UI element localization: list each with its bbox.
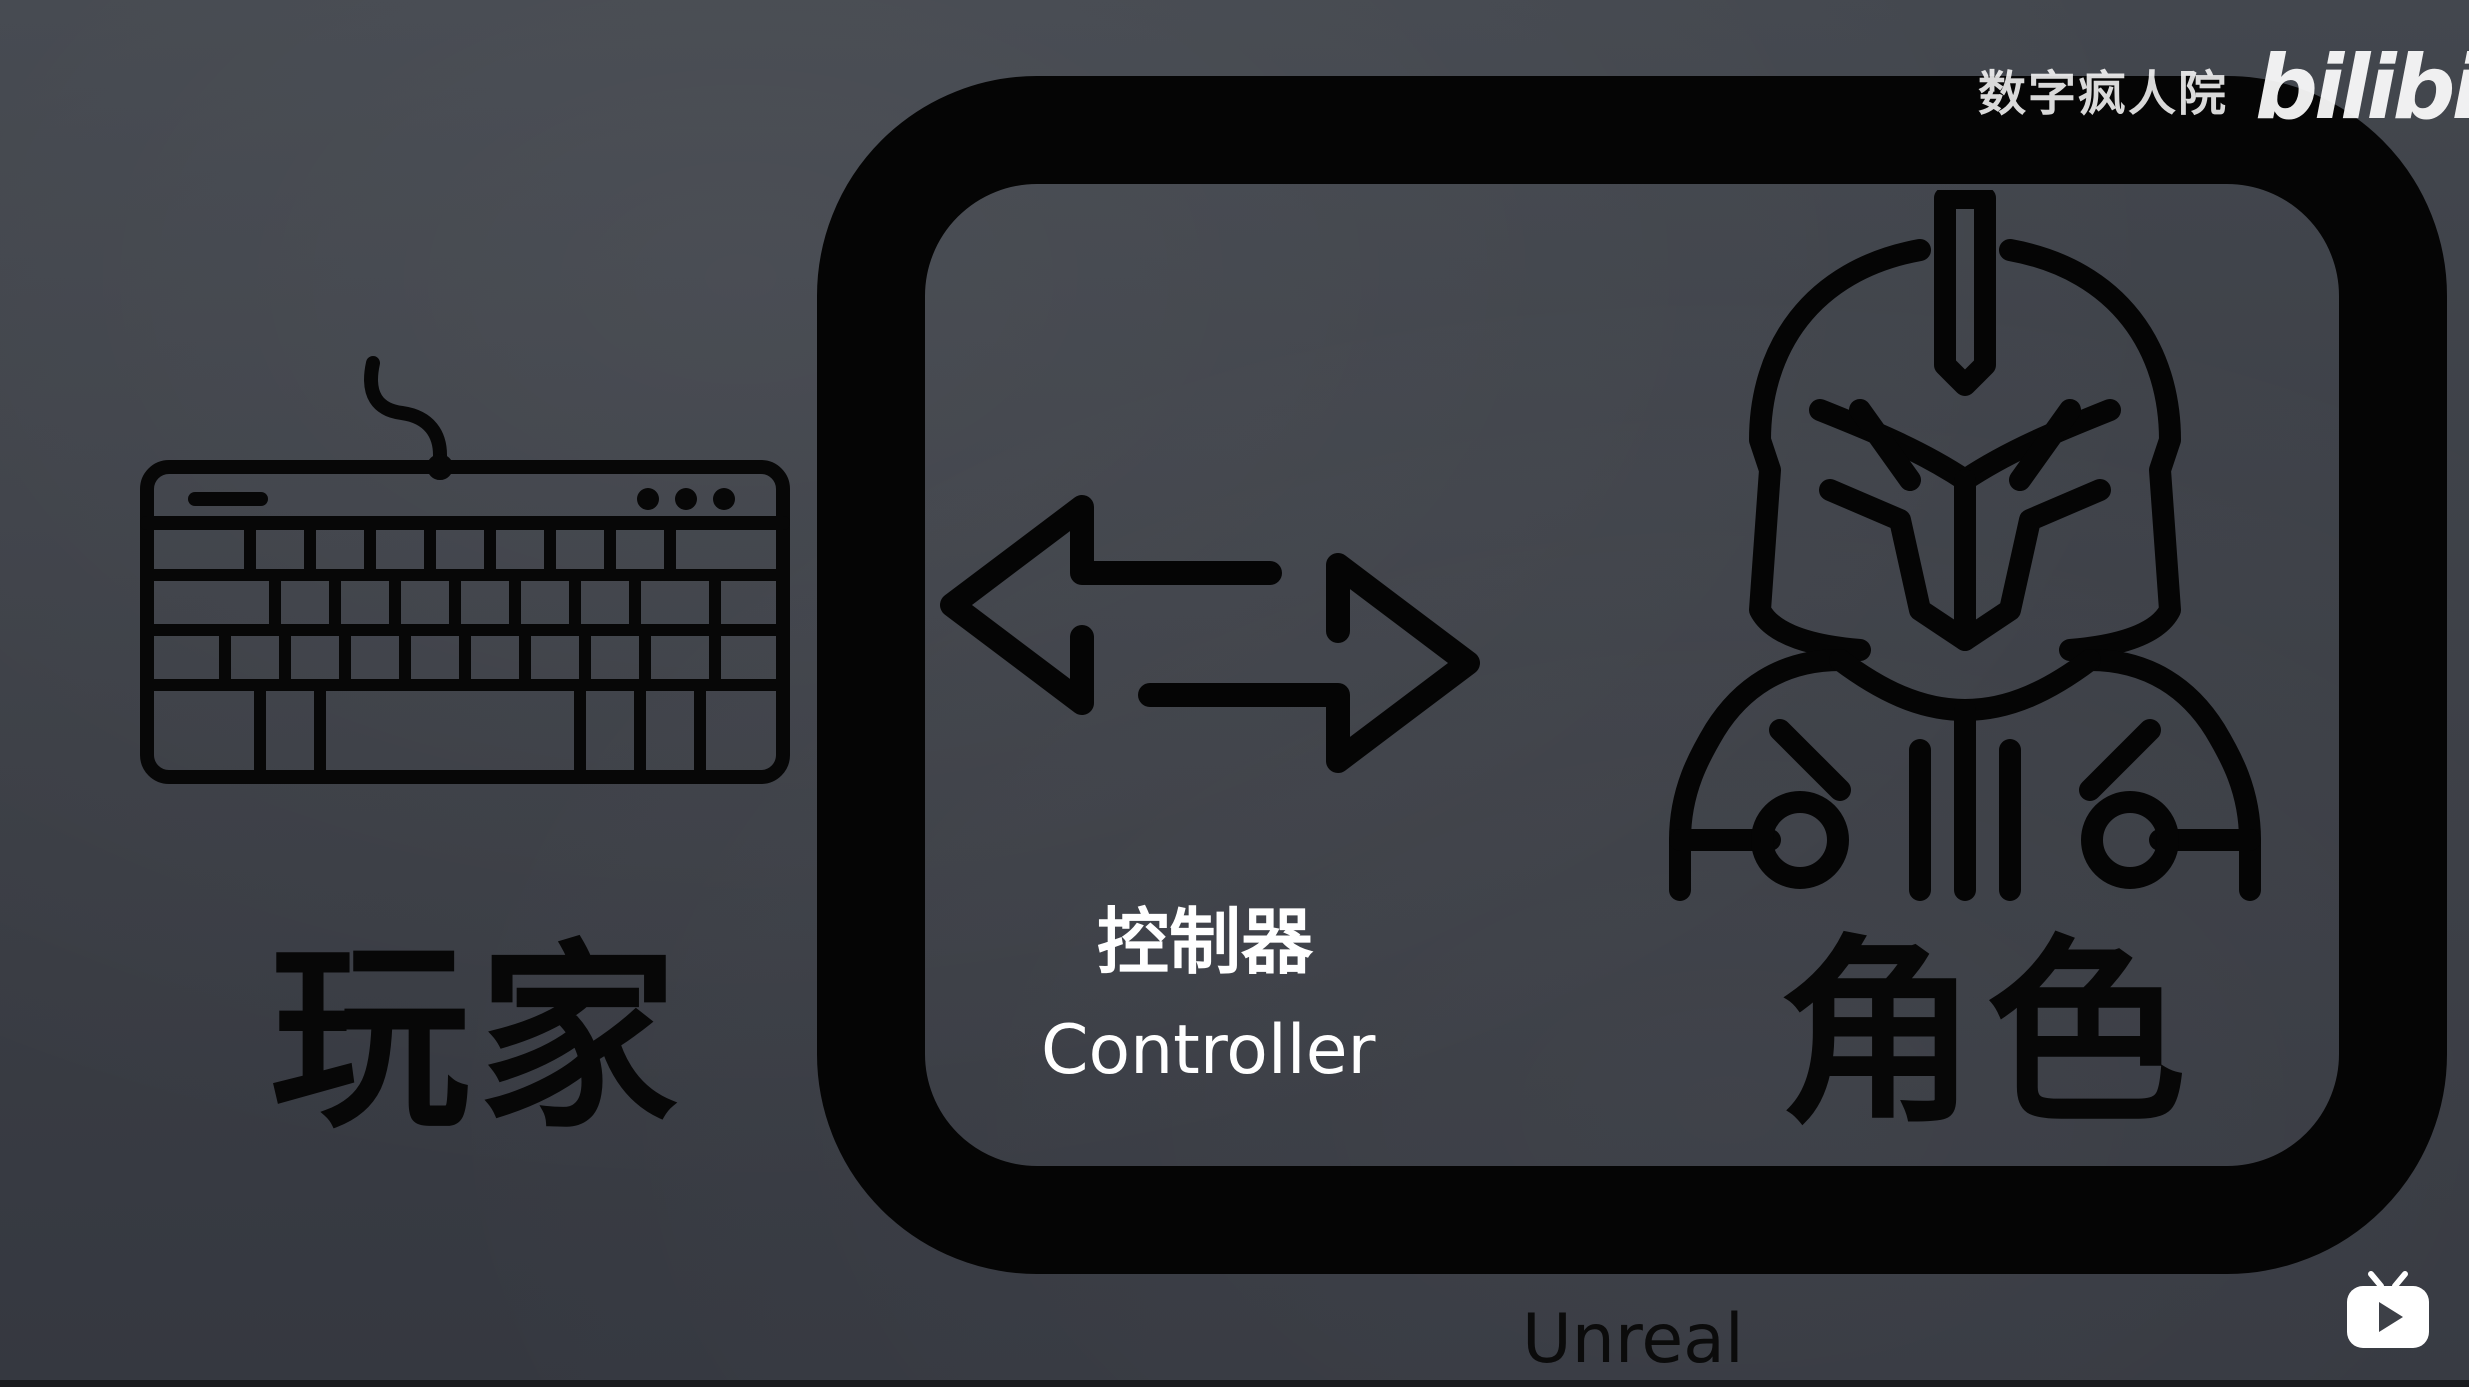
engine-label: Unreal: [1522, 1300, 1744, 1379]
controller-label-en: Controller: [1041, 1011, 1376, 1090]
unreal-frame: [817, 76, 2447, 1274]
knight-helmet-icon: [1620, 190, 2310, 910]
bidirectional-arrows-icon: [940, 495, 1480, 775]
bottom-edge: [0, 1380, 2469, 1387]
tv-play-icon[interactable]: [2343, 1268, 2433, 1354]
keyboard-icon: [140, 355, 790, 785]
controller-label-cn: 控制器: [1097, 900, 1314, 984]
channel-name: 数字疯人院: [1978, 66, 2229, 122]
character-label: 角色: [1778, 918, 2195, 1151]
bilibili-logo: bilibili: [2255, 36, 2469, 139]
player-label: 玩家: [270, 923, 687, 1156]
